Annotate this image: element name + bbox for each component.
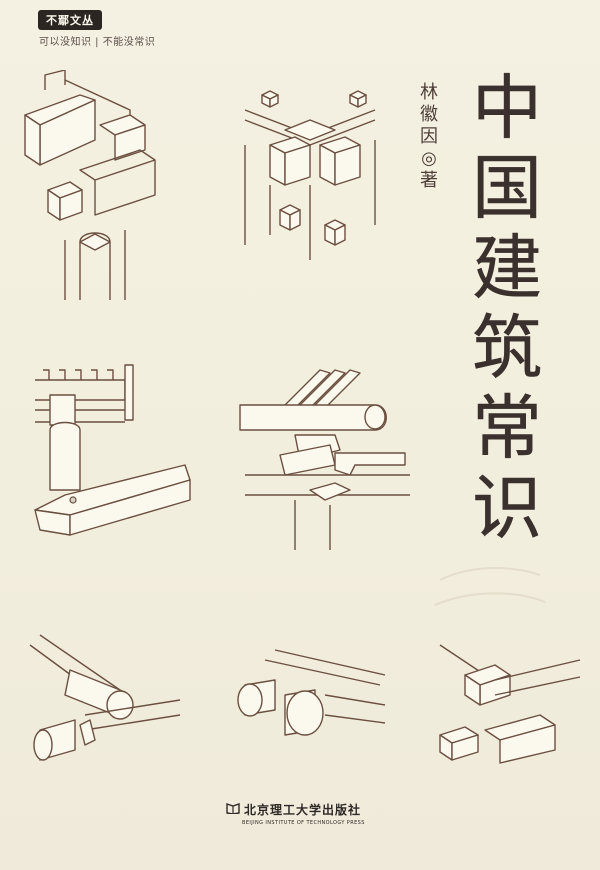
decorative-swash-icon [430, 560, 550, 630]
publisher-name-en: BEIJING INSTITUTE OF TECHNOLOGY PRESS [242, 820, 365, 826]
series-badge: 不鄢文丛 [38, 10, 102, 30]
corner-bracket-joint-icon [240, 85, 380, 275]
author-char: 因 [420, 126, 438, 147]
cylinder-beam-crossing-icon [230, 645, 390, 765]
publisher: 北京理工大学出版社 BEIJING INSTITUTE OF TECHNOLOG… [226, 801, 386, 826]
author-char: 徽 [420, 104, 438, 125]
title-char: 识 [472, 467, 543, 549]
title-char: 中 [472, 67, 543, 149]
purlin-bracket-joint-icon [235, 365, 415, 555]
author-char: 著 [420, 170, 438, 191]
book-logo-icon [226, 802, 240, 817]
rafter-beam-joint-icon [25, 360, 205, 550]
title-char: 筑 [472, 307, 543, 389]
book-title: 中 国 建 筑 常 识 [452, 67, 562, 549]
title-char: 建 [472, 227, 543, 309]
author-char: 林 [420, 82, 438, 103]
publisher-name: 北京理工大学出版社 [244, 803, 362, 817]
title-char: 常 [472, 387, 543, 469]
round-beam-crossing-icon [25, 630, 185, 780]
series-tagline: 可以没知识 | 不能没常识 [39, 37, 156, 48]
author-char: ◎ [421, 148, 437, 169]
block-tenon-joint-icon [430, 635, 590, 765]
title-char: 国 [472, 147, 543, 229]
book-author: 林 徽 因 ◎ 著 [416, 82, 442, 192]
timber-joint-icon [20, 70, 170, 310]
